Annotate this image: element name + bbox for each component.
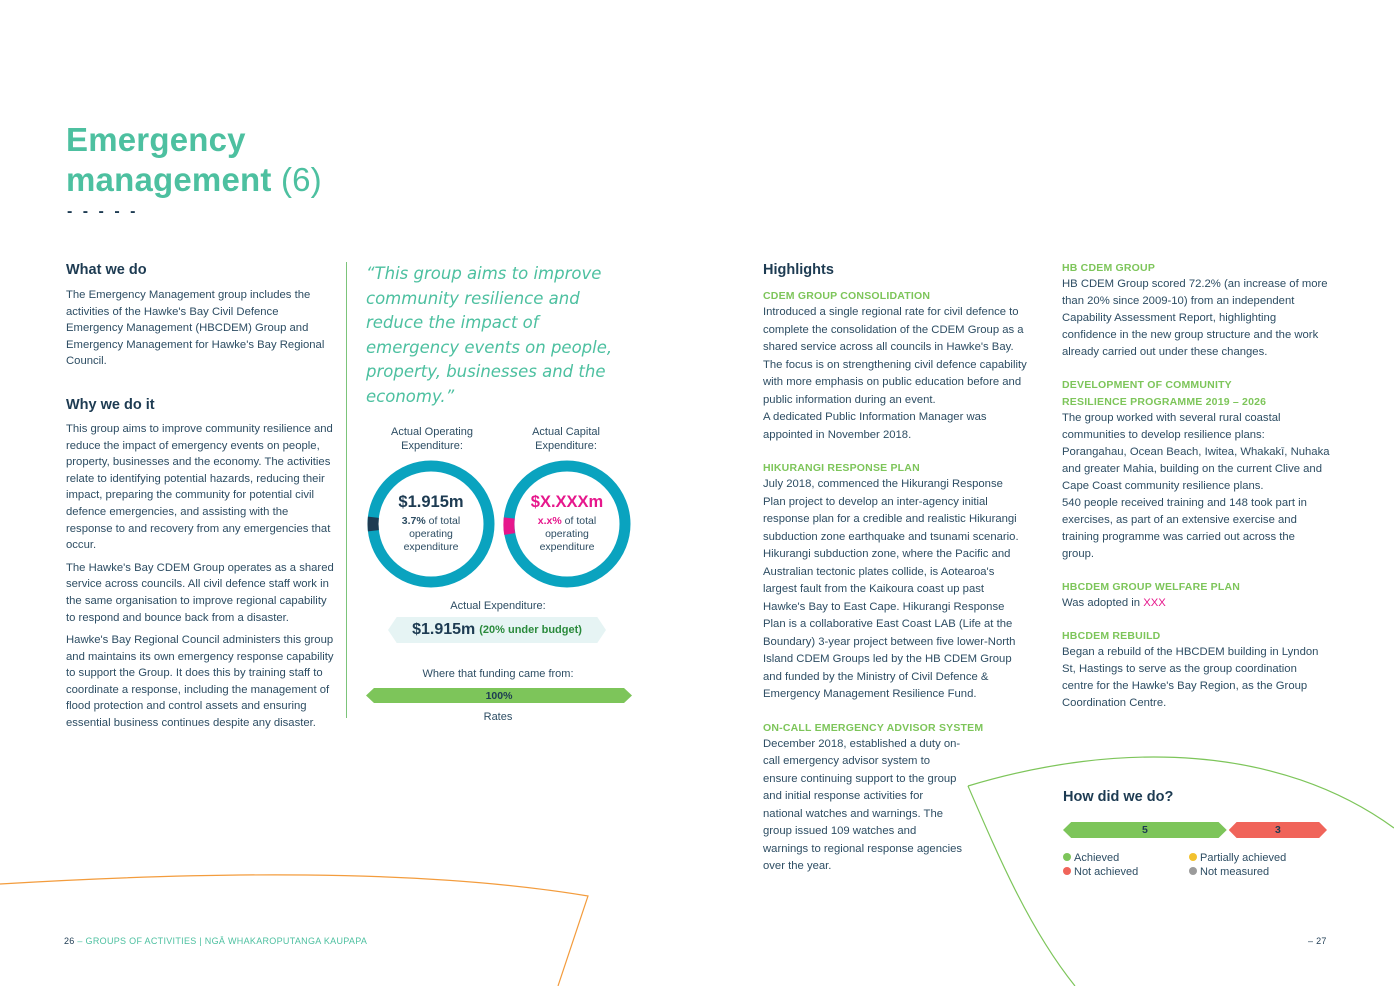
not-measured-dot-icon — [1189, 867, 1197, 875]
opex-pct: 3.7% — [401, 515, 426, 527]
funding-source: Rates — [483, 711, 513, 723]
legend-not-measured: Not measured — [1200, 866, 1270, 878]
footer-left: 26 – GROUPS OF ACTIVITIES | NGĀ WHAKAROP… — [64, 936, 367, 946]
not-achieved-dot-icon — [1063, 867, 1071, 875]
achieved-segment: 5 — [1063, 822, 1227, 838]
why-paragraph-1: This group aims to improve community res… — [66, 422, 333, 552]
legend-achieved: Achieved — [1074, 852, 1120, 864]
s2-body: July 2018, commenced the Hikurangi Respo… — [763, 478, 1019, 700]
capex-ring-text: $X.XXXm x.x% of total operating expendit… — [512, 493, 622, 554]
title-number: (6) — [280, 161, 322, 198]
capex-pct: x.x% — [537, 515, 562, 527]
s1-body2: A dedicated Public Information Manager w… — [763, 411, 987, 441]
r2-title-b: RESILIENCE PROGRAMME 2019 – 2026 — [1062, 396, 1267, 408]
r1-title: HB CDEM GROUP — [1062, 262, 1156, 274]
capex-amount: $X.XXXm — [530, 493, 604, 511]
why-paragraph-3: Hawke's Bay Regional Council administers… — [66, 634, 334, 730]
why-heading: Why we do it — [66, 396, 155, 413]
partial-dot-icon — [1189, 853, 1197, 861]
r3-body-line: Was adopted in XXX — [1062, 595, 1330, 612]
left-column: What we do The Emergency Management grou… — [66, 262, 334, 738]
opex-sub3: expenditure — [403, 541, 459, 553]
r2-body: The group worked with several rural coas… — [1062, 412, 1330, 492]
capex-sub3: expenditure — [539, 541, 595, 553]
r2-title-a: DEVELOPMENT OF COMMUNITY — [1062, 379, 1232, 391]
title-dashes: - - - - - — [67, 203, 139, 220]
r3-xxx: XXX — [1143, 597, 1166, 609]
capex-label: Actual Capital Expenditure: — [532, 426, 600, 452]
s1-title: CDEM GROUP CONSOLIDATION — [763, 290, 931, 302]
what-heading: What we do — [66, 262, 147, 278]
funding-label: Where that funding came from: — [422, 668, 574, 680]
quote-panel: “This group aims to improve community re… — [346, 262, 636, 718]
highlights-heading: Highlights — [763, 262, 834, 278]
pull-quote: “This group aims to improve community re… — [366, 264, 613, 406]
r3-title: HBCDEM GROUP WELFARE PLAN — [1062, 581, 1241, 593]
title-line1: Emergency — [66, 121, 246, 158]
r1-body: HB CDEM Group scored 72.2% (an increase … — [1062, 278, 1328, 358]
actual-label: Actual Expenditure: — [450, 600, 546, 612]
page-title: Emergency management (6) — [66, 120, 322, 200]
actual-expenditure-pill: $1.915m (20% under budget) — [388, 617, 606, 643]
legend-partial: Partially achieved — [1200, 852, 1287, 864]
not-achieved-count: 3 — [1274, 824, 1281, 836]
not-achieved-segment: 3 — [1228, 822, 1327, 838]
legend-not-achieved: Not achieved — [1074, 866, 1139, 878]
s3-title: ON-CALL EMERGENCY ADVISOR SYSTEM — [763, 721, 984, 734]
capex-sub2: operating — [545, 528, 589, 540]
title-line2: management — [66, 161, 272, 198]
footer-section: GROUPS OF ACTIVITIES | NGĀ WHAKAROPUTANG… — [85, 936, 368, 946]
opex-ring-text: $1.915m 3.7% of total operating expendit… — [376, 493, 486, 554]
achieved-dot-icon — [1063, 853, 1071, 861]
what-body: The Emergency Management group includes … — [66, 289, 325, 368]
r4-title: HBCDEM REBUILD — [1062, 630, 1161, 642]
capex-sub: of total — [564, 515, 597, 527]
opex-sub: of total — [428, 515, 461, 527]
right-column: HB CDEM GROUP HB CDEM Group scored 72.2%… — [1062, 262, 1330, 712]
s3-body: December 2018, established a duty on-cal… — [763, 737, 963, 873]
footer-page-left: 26 — [64, 936, 75, 946]
s2-title: HIKURANGI RESPONSE PLAN — [763, 462, 920, 474]
actual-amount: $1.915m — [412, 621, 476, 638]
expenditure-rings — [367, 460, 631, 588]
why-paragraph-2: The Hawke's Bay CDEM Group operates as a… — [66, 561, 334, 624]
r2-body2: 540 people received training and 148 too… — [1062, 497, 1307, 560]
funding-bar: 100% — [366, 688, 632, 703]
why-body: This group aims to improve community res… — [66, 421, 334, 732]
footer-page-right: – 27 — [1308, 936, 1327, 946]
r3-body: Was adopted in — [1062, 597, 1141, 609]
achieved-count: 5 — [1141, 824, 1148, 836]
performance-bar: 5 3 — [1063, 822, 1327, 838]
opex-sub2: operating — [409, 528, 453, 540]
opex-amount: $1.915m — [398, 493, 464, 511]
footer-sep: – — [74, 936, 86, 946]
opex-label: Actual Operating Expenditure: — [391, 426, 473, 452]
s1-body: Introduced a single regional rate for ci… — [763, 306, 1027, 406]
performance-legend: Achieved Partially achieved Not achieved… — [1063, 851, 1333, 879]
funding-pct: 100% — [485, 689, 513, 702]
highlights-column: Highlights CDEM GROUP CONSOLIDATION Intr… — [763, 262, 1028, 876]
r4-body: Began a rebuild of the HBCDEM building i… — [1062, 646, 1319, 709]
capex-ring-mark — [503, 517, 516, 535]
actual-note: (20% under budget) — [479, 624, 582, 636]
performance-heading: How did we do? — [1063, 789, 1174, 805]
